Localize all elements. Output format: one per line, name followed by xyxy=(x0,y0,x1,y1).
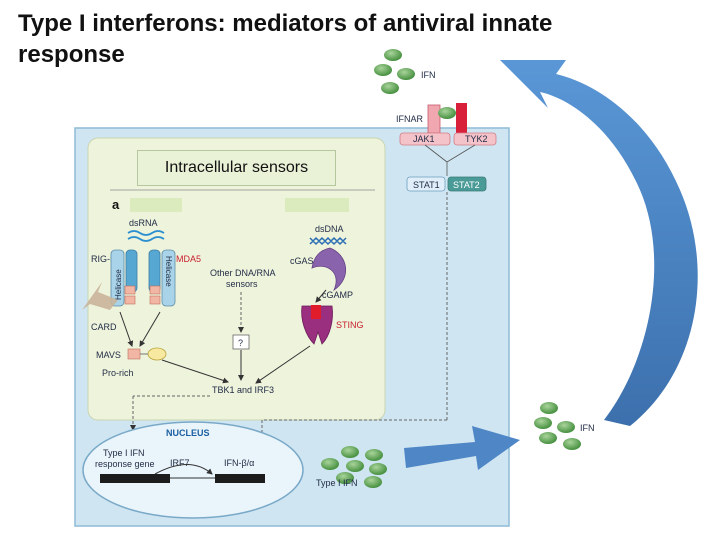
gene-bar-right xyxy=(215,474,265,483)
cgas-to-sting xyxy=(315,289,327,303)
dsrna-strand-2 xyxy=(127,236,165,242)
dsrna-label: dsRNA xyxy=(129,218,158,228)
question-box xyxy=(232,334,250,350)
dsdna-label: dsDNA xyxy=(315,224,344,234)
ifnar-subunit-2 xyxy=(456,103,467,133)
irf7-arrow xyxy=(154,464,213,475)
dsrna-strand-1 xyxy=(127,230,165,236)
mda5-label: MDA5 xyxy=(176,254,201,264)
dsdna-helix xyxy=(309,236,347,246)
ifn-ba-label: IFN-β/α xyxy=(224,458,254,468)
ifn-cluster-right xyxy=(534,402,581,450)
stat2-box xyxy=(447,176,487,192)
nucleus xyxy=(82,421,304,519)
page-title: Type I interferons: mediators of antivir… xyxy=(18,10,553,68)
mavs-box xyxy=(127,348,141,360)
mda5-to-mavs xyxy=(139,311,161,347)
ifn-cluster-output xyxy=(321,446,387,488)
big-feedback-arrow xyxy=(500,60,698,426)
sting-core xyxy=(311,305,321,319)
output-arrow xyxy=(404,426,520,470)
stat1-label: STAT1 xyxy=(413,180,440,190)
rigi-helicase xyxy=(110,249,125,307)
irf7-label: IRF7 xyxy=(170,458,190,468)
rigi-helicase-label: Helicase xyxy=(114,269,123,300)
sting-shape xyxy=(301,305,333,345)
mavs-node xyxy=(147,347,167,361)
mda5-card-box-1 xyxy=(149,285,161,295)
gene-bar-left xyxy=(100,474,170,483)
panel-tab-right xyxy=(285,198,349,212)
ifn-right-label: IFN xyxy=(580,423,595,433)
ifn-cluster-top xyxy=(374,49,456,119)
mavs-label: MAVS xyxy=(96,350,121,360)
gene-label-1: Type I IFN xyxy=(103,448,145,458)
ifn-top-label: IFN xyxy=(421,70,436,80)
nucleus-label: NUCLEUS xyxy=(166,428,210,438)
panel-label: a xyxy=(112,197,120,212)
rigi-card-box-2 xyxy=(124,295,136,305)
panel-tab-left xyxy=(130,198,182,212)
tbk1-label: TBK1 and IRF3 xyxy=(212,385,274,395)
rigi-card-box-1 xyxy=(124,285,136,295)
gene-label-2: response gene xyxy=(95,459,155,469)
cgas-label: cGAS xyxy=(290,256,314,266)
rigi-to-mavs xyxy=(119,311,134,347)
jak1-label: JAK1 xyxy=(413,134,435,144)
other-sensors-label-1: Other DNA/RNA xyxy=(210,268,276,278)
intracellular-sensors-box: Intracellular sensors xyxy=(137,150,336,186)
ifnar-subunit-1 xyxy=(427,104,441,134)
ifnar-label: IFNAR xyxy=(396,114,424,124)
sting-label: STING xyxy=(336,320,364,330)
stat2-label: STAT2 xyxy=(453,180,480,190)
pro-rich-label: Pro-rich xyxy=(102,368,134,378)
rigi-label: RIG-I xyxy=(91,254,113,264)
type1-ifn-label: Type I IFN xyxy=(316,478,358,488)
cgamp-label: cGAMP xyxy=(322,290,353,300)
jak-line-right xyxy=(446,144,476,163)
question-label: ? xyxy=(238,338,243,348)
mda5-card-box-2 xyxy=(149,295,161,305)
tan-arrow xyxy=(82,282,118,310)
other-sensors-label-2: sensors xyxy=(226,279,258,289)
stat1-box xyxy=(406,176,446,192)
mda5-helicase xyxy=(161,249,176,307)
jak-line-left xyxy=(424,144,448,163)
mavs-to-tbk xyxy=(161,359,229,384)
cgas-shape xyxy=(311,247,347,292)
tyk2-label: TYK2 xyxy=(465,134,488,144)
mda5-helicase-label: Helicase xyxy=(164,256,173,287)
sting-to-tbk xyxy=(255,345,311,384)
card-label: CARD xyxy=(91,322,117,332)
